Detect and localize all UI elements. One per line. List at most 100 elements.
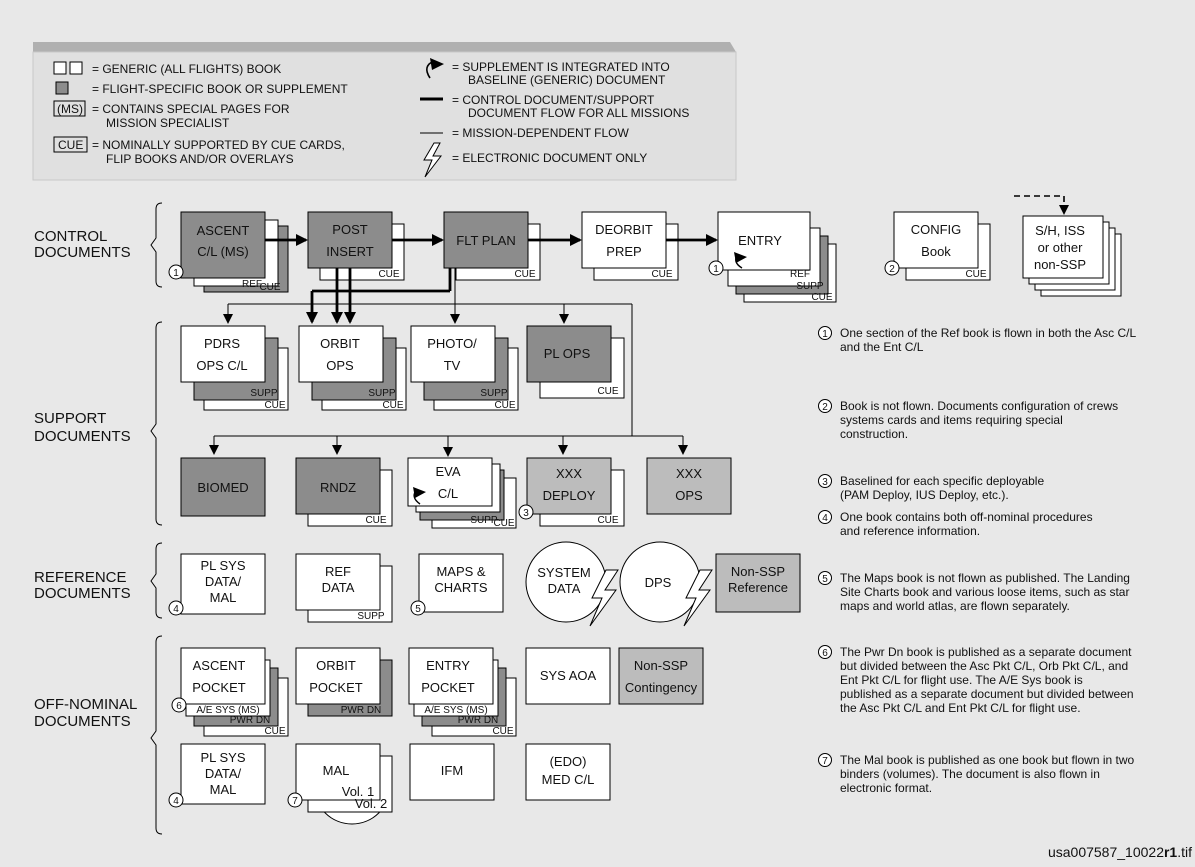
svg-text:POCKET: POCKET	[309, 680, 363, 695]
svg-text:REF: REF	[242, 279, 262, 290]
note-line: Baselined for each specific deployable	[840, 474, 1044, 488]
svg-text:A/E SYS (MS): A/E SYS (MS)	[196, 705, 259, 716]
svg-text:MAL: MAL	[210, 590, 237, 605]
doc-mal: MAL Vol. 1 Vol. 2 7	[287, 743, 393, 825]
note-line: (PAM Deploy, IUS Deploy, etc.).	[840, 488, 1009, 502]
note-number-badge	[818, 326, 832, 340]
doc-rndz: RNDZ CUE	[295, 457, 393, 527]
svg-text:DEPLOY: DEPLOY	[543, 488, 596, 503]
svg-text:A/E SYS (MS): A/E SYS (MS)	[424, 705, 487, 716]
svg-text:REF: REF	[790, 269, 810, 280]
offnominal-brace	[150, 635, 163, 835]
note-line: published as a separate document but div…	[840, 687, 1134, 701]
legend-cue-line1: = NOMINALLY SUPPORTED BY CUE CARDS,	[92, 138, 345, 152]
svg-text:OPS: OPS	[675, 488, 703, 503]
svg-text:SUPP: SUPP	[250, 388, 278, 399]
doc-entry: ENTRY 1 REF SUPP CUE	[708, 211, 837, 303]
svg-text:ORBIT: ORBIT	[320, 336, 360, 351]
note-line: One book contains both off-nominal proce…	[840, 510, 1093, 524]
legend-mission-flow: = MISSION-DEPENDENT FLOW	[452, 126, 629, 140]
note-line: maps and world atlas, are flown separate…	[840, 599, 1070, 613]
doc-orbit-pocket: ORBIT POCKET PWR DN	[295, 647, 393, 717]
note-line: and reference information.	[840, 524, 980, 538]
legend-supp-line1: = SUPPLEMENT IS INTEGRATED INTO	[452, 60, 670, 74]
doc-photo-tv: PHOTO/ TV SUPP CUE	[410, 325, 519, 411]
doc-xxx-deploy: XXX DEPLOY 3 CUE	[518, 457, 625, 527]
svg-text:1: 1	[713, 264, 719, 275]
doc-pl-sys-data-mal-offnominal: PL SYS DATA/ MAL 4	[168, 743, 266, 808]
svg-text:BIOMED: BIOMED	[197, 480, 248, 495]
control-brace	[150, 202, 163, 288]
doc-xxx-ops: XXX OPS	[646, 457, 732, 515]
doc-non-ssp-reference: Non-SSP Reference	[715, 553, 801, 613]
legend-box: = GENERIC (ALL FLIGHTS) BOOK = FLIGHT-SP…	[32, 42, 737, 181]
reference-brace	[150, 542, 163, 619]
doc-non-ssp-contingency: Non-SSP Contingency	[618, 647, 704, 705]
svg-text:7: 7	[292, 796, 298, 807]
svg-text:5: 5	[415, 604, 421, 615]
svg-text:PHOTO/: PHOTO/	[427, 336, 477, 351]
svg-text:PWR DN: PWR DN	[458, 715, 499, 726]
svg-text:SUPP: SUPP	[357, 611, 385, 622]
svg-text:ASCENT: ASCENT	[193, 658, 246, 673]
doc-orbit-ops: ORBIT OPS SUPP CUE	[298, 325, 407, 411]
svg-text:OPS C/L: OPS C/L	[196, 358, 247, 373]
note-line: Ent Pkt C/L for flight use. The A/E Sys …	[840, 673, 1083, 687]
doc-ref-data: REF DATA SUPP	[295, 553, 393, 623]
svg-text:SYS AOA: SYS AOA	[540, 668, 597, 683]
svg-text:CONFIG: CONFIG	[911, 222, 962, 237]
section-offnominal-label: OFF-NOMINAL DOCUMENTS	[34, 696, 137, 730]
svg-text:3: 3	[523, 508, 529, 519]
legend-ms-line1: = CONTAINS SPECIAL PAGES FOR	[92, 102, 290, 116]
note-line: The Pwr Dn book is published as a separa…	[840, 645, 1132, 659]
svg-text:PL OPS: PL OPS	[544, 346, 591, 361]
svg-text:POCKET: POCKET	[421, 680, 475, 695]
note-number-badge	[818, 645, 832, 659]
legend-cue-tag: CUE	[58, 138, 83, 152]
legend-ms-line2: MISSION SPECIALIST	[106, 116, 230, 130]
svg-text:MAL: MAL	[323, 763, 350, 778]
svg-text:POST: POST	[332, 222, 367, 237]
svg-text:FLT PLAN: FLT PLAN	[456, 233, 515, 248]
svg-text:CUE: CUE	[597, 386, 618, 397]
svg-text:non-SSP: non-SSP	[1034, 257, 1086, 272]
svg-text:CUE: CUE	[365, 515, 386, 526]
electronic-bolt-icon	[683, 569, 713, 627]
note-item: 3 Baselined for each specific deployable(…	[818, 474, 1044, 502]
svg-text:ASCENT: ASCENT	[197, 223, 250, 238]
svg-text:Contingency: Contingency	[625, 680, 698, 695]
doc-sys-aoa: SYS AOA	[525, 647, 611, 705]
svg-text:PWR DN: PWR DN	[230, 715, 271, 726]
svg-text:CUE: CUE	[493, 518, 514, 529]
note-number-badge	[818, 474, 832, 488]
legend-ms-tag: (MS)	[57, 102, 83, 116]
svg-text:CUE: CUE	[264, 400, 285, 411]
svg-text:DOCUMENTS: DOCUMENTS	[34, 244, 131, 261]
note-number: 3	[822, 477, 828, 488]
svg-text:DATA/: DATA/	[205, 574, 242, 589]
svg-text:2: 2	[889, 264, 895, 275]
svg-text:CHARTS: CHARTS	[434, 580, 488, 595]
svg-text:ENTRY: ENTRY	[738, 233, 782, 248]
svg-text:ENTRY: ENTRY	[426, 658, 470, 673]
svg-text:CUE: CUE	[378, 269, 399, 280]
note-number: 2	[822, 402, 828, 413]
svg-text:C/L (MS): C/L (MS)	[197, 244, 249, 259]
note-number: 1	[822, 329, 828, 340]
legend-flight-specific: = FLIGHT-SPECIFIC BOOK OR SUPPLEMENT	[92, 82, 348, 96]
svg-text:DATA: DATA	[548, 581, 581, 596]
svg-text:DOCUMENTS: DOCUMENTS	[34, 585, 131, 602]
doc-entry-pocket: ENTRY POCKET A/E SYS (MS) PWR DN CUE	[408, 647, 517, 737]
doc-ascent-pocket: ASCENT POCKET 6 A/E SYS (MS) PWR DN CUE	[171, 647, 289, 737]
svg-text:POCKET: POCKET	[192, 680, 246, 695]
svg-text:DATA/: DATA/	[205, 766, 242, 781]
svg-text:Reference: Reference	[728, 580, 788, 595]
svg-text:EVA: EVA	[435, 464, 460, 479]
svg-text:SUPP: SUPP	[480, 388, 508, 399]
svg-text:DOCUMENTS: DOCUMENTS	[34, 713, 131, 730]
svg-text:CUE: CUE	[597, 515, 618, 526]
